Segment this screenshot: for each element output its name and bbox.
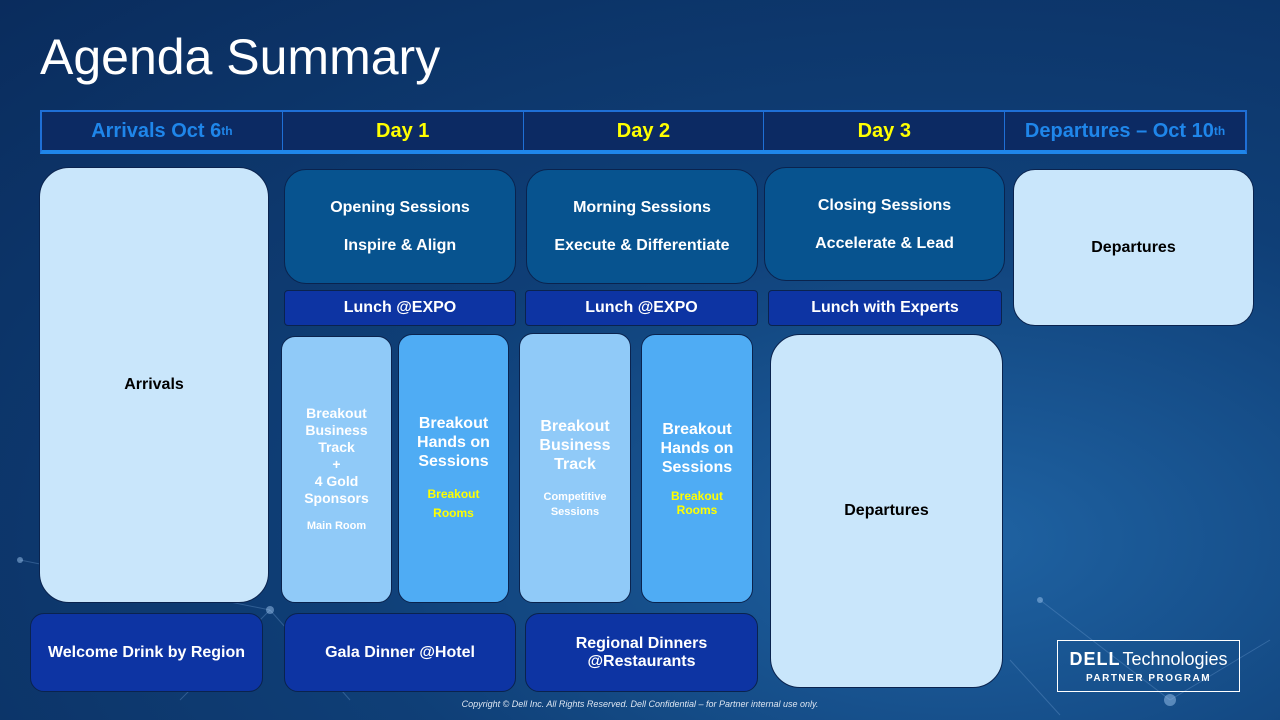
text-line: Breakout: [418, 415, 489, 432]
day1-lunch-box: Lunch @EXPO: [284, 290, 516, 326]
day1-breakout-business-location: Main Room: [306, 520, 367, 532]
day2-breakout-business-box: Breakout Business Track Competitive Sess…: [519, 333, 631, 603]
text-line: Breakout: [306, 405, 367, 421]
day2-breakout-hands-box: Breakout Hands on Sessions Breakout Room…: [641, 334, 753, 603]
header-arrivals-sup: th: [221, 124, 233, 138]
header-arrivals-label: Arrivals Oct 6: [91, 119, 222, 142]
logo-brand: DELL: [1069, 648, 1121, 669]
day1-breakout-hands-location: Breakout Rooms: [427, 485, 479, 523]
header-day-3: Day 3: [764, 112, 1006, 150]
opening-sessions-box: Opening Sessions Inspire & Align: [284, 169, 516, 284]
day2-breakout-hands-title: Breakout Hands on Sessions: [661, 420, 734, 477]
text-line: Hands on: [660, 440, 734, 457]
day1-breakout-hands-box: Breakout Hands on Sessions Breakout Room…: [398, 334, 509, 603]
regional-dinners-box: Regional Dinners @Restaurants: [525, 613, 758, 692]
welcome-drink-box: Welcome Drink by Region: [30, 613, 263, 692]
text-line: +: [332, 456, 341, 472]
text-line: @Restaurants: [587, 652, 696, 670]
header-day-2: Day 2: [524, 112, 765, 150]
arrivals-box: Arrivals: [39, 167, 269, 603]
text-line: Hands on: [417, 434, 490, 451]
header-departures-sup: th: [1213, 124, 1226, 138]
text-line: Business: [539, 436, 611, 454]
opening-sessions-title: Opening Sessions: [330, 199, 470, 216]
day1-breakout-business-box: Breakout Business Track + 4 Gold Sponsor…: [281, 336, 392, 603]
page-title: Agenda Summary: [40, 29, 441, 85]
header-day-1: Day 1: [283, 112, 524, 150]
text-line: 4 Gold: [314, 473, 359, 489]
copyright-footer: Copyright © Dell Inc. All Rights Reserve…: [461, 699, 819, 709]
logo-brand-suffix: Technologies: [1122, 648, 1228, 669]
text-line: Track: [554, 455, 596, 473]
day1-breakout-hands-title: Breakout Hands on Sessions: [417, 414, 490, 471]
text-line: Breakout: [540, 417, 610, 435]
gala-dinner-box: Gala Dinner @Hotel: [284, 613, 516, 692]
closing-sessions-title: Closing Sessions: [817, 196, 952, 214]
text-line: Track: [318, 439, 355, 455]
text-line: Breakout: [427, 487, 480, 501]
text-line: Sponsors: [304, 490, 369, 506]
dell-technologies-logo: DELL Technologies PARTNER PROGRAM: [1057, 640, 1240, 692]
day2-breakout-business-title: Breakout Business Track: [539, 417, 610, 474]
closing-sessions-box: Closing Sessions Accelerate & Lead: [764, 167, 1005, 281]
day2-breakout-business-location: Competitive Sessions: [544, 490, 607, 520]
morning-sessions-box: Morning Sessions Execute & Differentiate: [526, 169, 758, 284]
text-line: Rooms: [676, 503, 718, 517]
morning-sessions-title: Morning Sessions: [573, 199, 711, 216]
day1-breakout-business-title: Breakout Business Track + 4 Gold Sponsor…: [304, 405, 369, 507]
morning-sessions-theme: Execute & Differentiate: [554, 237, 730, 254]
text-line: Breakout: [670, 489, 723, 503]
text-line: Sessions: [418, 453, 489, 470]
day2-breakout-hands-location: Breakout Rooms: [671, 489, 723, 517]
header-departures-label: Departures – Oct 10: [1024, 119, 1214, 142]
text-line: Regional Dinners: [575, 634, 708, 652]
logo-program: PARTNER PROGRAM: [1085, 672, 1212, 684]
text-line: Business: [305, 422, 368, 438]
departures-box: Departures: [1013, 169, 1254, 326]
closing-sessions-theme: Accelerate & Lead: [815, 234, 954, 252]
opening-sessions-theme: Inspire & Align: [343, 237, 457, 254]
text-line: Sessions: [550, 505, 600, 518]
day3-departures-box: Departures: [770, 334, 1003, 688]
day3-lunch-box: Lunch with Experts: [768, 290, 1002, 326]
text-line: Competitive: [543, 490, 607, 503]
text-line: Breakout: [662, 421, 732, 438]
text-line: Sessions: [661, 459, 733, 476]
text-line: Rooms: [433, 506, 474, 520]
day2-lunch-box: Lunch @EXPO: [525, 290, 758, 326]
